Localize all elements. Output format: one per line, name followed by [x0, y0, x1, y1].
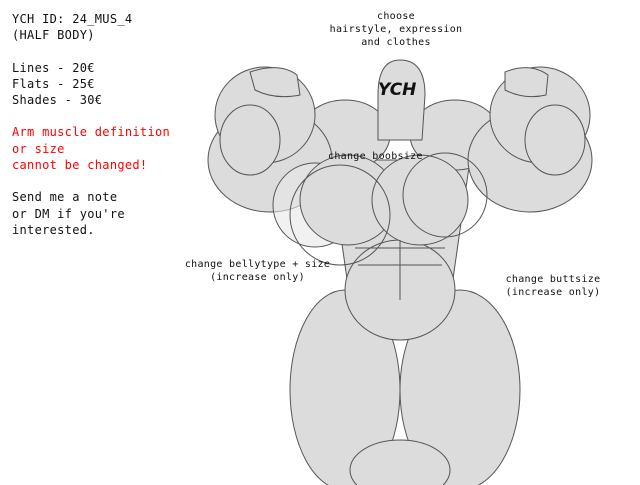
- chest-annotation: change boobsize: [328, 151, 423, 162]
- contact-line: or DM if you're: [12, 206, 125, 221]
- contact-line: Send me a note: [12, 190, 118, 205]
- contact-line: interested.: [12, 222, 95, 237]
- ych-head-label: YCH: [378, 80, 417, 100]
- ych-id: YCH ID: 24_MUS_4: [12, 12, 133, 26]
- warning-line: cannot be changed!: [12, 158, 148, 173]
- annotation-line: change buttsize: [505, 274, 601, 285]
- annotation-line: choose: [377, 11, 415, 22]
- annotation-line: hairstyle, expression: [329, 24, 463, 35]
- annotation-line: (increase only): [210, 272, 305, 283]
- annotation-line: (increase only): [505, 287, 601, 298]
- commission-info: YCH ID: 24_MUS_4 (HALF BODY) Lines - 20€…: [12, 11, 170, 238]
- price-lines: Lines - 20€: [12, 60, 95, 75]
- body-type: (HALF BODY): [12, 28, 95, 43]
- annotation-line: change bellytype + size: [184, 259, 331, 270]
- price-flats: Flats - 25€: [12, 76, 95, 91]
- price-shades: Shades - 30€: [12, 93, 103, 108]
- warning-line: or size: [12, 141, 65, 156]
- butt-annotation: change buttsize (increase only): [503, 273, 603, 299]
- warning-line: Arm muscle definition: [12, 125, 171, 140]
- annotation-line: and clothes: [361, 37, 431, 48]
- head-annotation: choose hairstyle, expression and clothes: [326, 10, 466, 49]
- belly-annotation: change bellytype + size (increase only): [180, 258, 335, 284]
